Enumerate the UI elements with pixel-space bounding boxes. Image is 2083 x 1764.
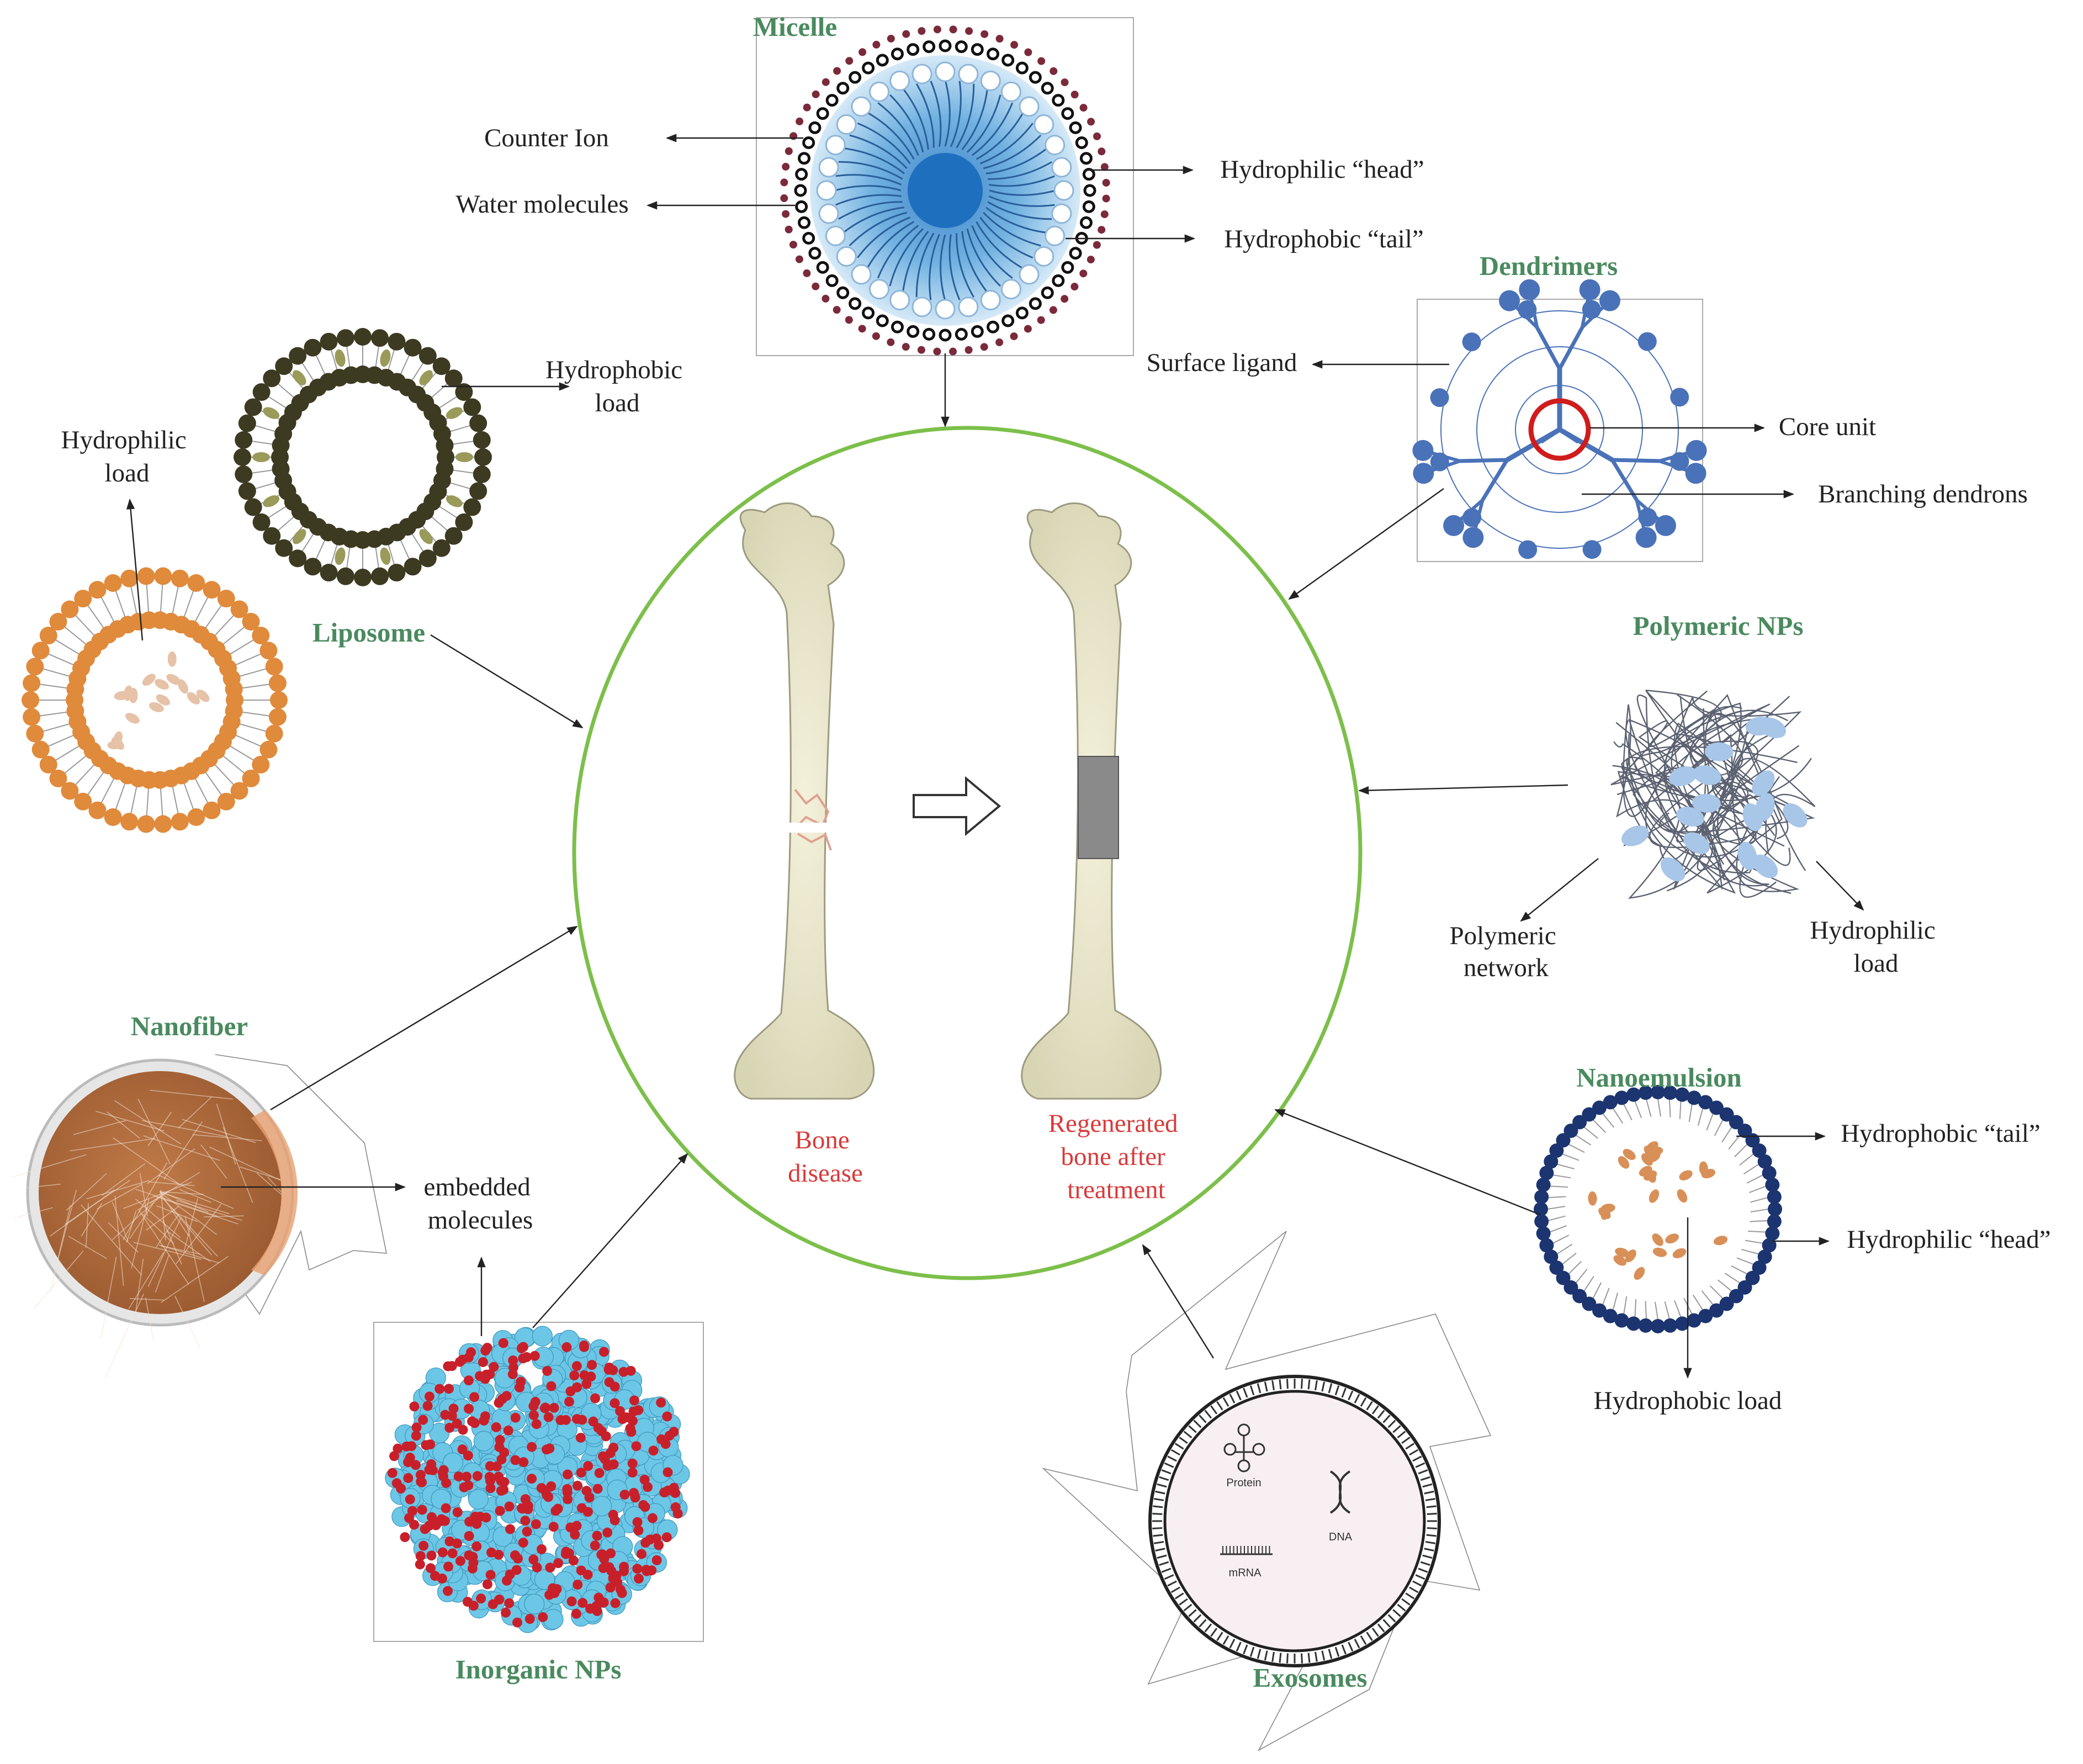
regenerated-segment: [1078, 756, 1119, 859]
polymeric-network-label: Polymeric network: [1450, 921, 1563, 982]
exosome-panel: Exosomes Protein DNA mRNA: [1042, 1231, 1492, 1751]
nanoemulsion-panel: Nanoemulsion Hydrophobic “tail” Hydrophi…: [1274, 1062, 2051, 1415]
liposome-title: Liposome: [312, 617, 425, 648]
dendrimers-title: Dendrimers: [1480, 251, 1618, 281]
diseased-bone: [734, 502, 875, 1100]
nanofiber-panel: Nanofiber embedded molecules: [12, 925, 578, 1378]
liposome-hydrophobic-label: Hydrophobic load: [545, 356, 689, 417]
polymeric-hydrophilic-label: Hydrophilic load: [1810, 916, 1942, 978]
nanofiber-graphic: [12, 1058, 298, 1378]
micelle-head-label: Hydrophilic “head”: [1220, 155, 1424, 184]
polymeric-title: Polymeric NPs: [1633, 611, 1804, 641]
central-bone-panel: Bone disease Regenerated bone after trea…: [572, 426, 1363, 1280]
liposome-hydrophilic-label: Hydrophilic load: [61, 426, 193, 488]
dna-label: DNA: [1329, 1531, 1353, 1543]
micelle-panel: Micelle Counter Ion Water molecules Hydr…: [455, 12, 1424, 427]
nanoemulsion-head-label: Hydrophilic “head”: [1847, 1225, 2050, 1254]
liposome-panel: Hydrophobic load Hydrophilic load Liposo…: [22, 328, 689, 833]
mrna-label: mRNA: [1229, 1567, 1262, 1579]
micelle-graphic: [780, 25, 1110, 356]
micelle-title: Micelle: [753, 12, 837, 42]
inorganic-title: Inorganic NPs: [455, 1654, 622, 1684]
central-ring: [572, 426, 1363, 1280]
core-unit-label: Core unit: [1779, 412, 1876, 441]
protein-label: Protein: [1226, 1477, 1261, 1489]
nanoemulsion-load-label: Hydrophobic load: [1594, 1386, 1782, 1415]
polymer-graphic: [1610, 690, 1816, 899]
branching-dendrons-label: Branching dendrons: [1818, 480, 2028, 508]
regenerated-bone-label: Regenerated bone after treatment: [1048, 1109, 1185, 1204]
nanoemulsion-tail-label: Hydrophobic “tail”: [1841, 1119, 2040, 1148]
inorganic-graphic: [385, 1326, 690, 1633]
surface-ligand-label: Surface ligand: [1147, 348, 1297, 377]
liposome-graphic: [22, 328, 492, 833]
micelle-tail-label: Hydrophobic “tail”: [1224, 225, 1424, 253]
exosome-graphic: [1148, 1375, 1441, 1667]
bone-disease-label: Bone disease: [788, 1126, 863, 1188]
dendrimer-graphic: [1412, 279, 1707, 559]
nanofiber-title: Nanofiber: [131, 1011, 248, 1041]
counter-ion-label: Counter Ion: [484, 124, 609, 152]
water-molecules-label: Water molecules: [455, 190, 628, 219]
nanoemulsion-graphic: [1534, 1085, 1782, 1333]
regenerated-bone: [1021, 502, 1162, 1100]
transition-arrow: [913, 776, 1001, 836]
exosomes-title: Exosomes: [1253, 1662, 1368, 1693]
polymeric-panel: Polymeric NPs Polymeric network Hydrophi…: [1358, 611, 1942, 982]
embedded-molecules-label: embedded molecules: [424, 1173, 537, 1235]
nanoemulsion-title: Nanoemulsion: [1576, 1062, 1742, 1093]
dendrimer-panel: Dendrimers Surface ligand Core unit Bran…: [1147, 251, 2028, 600]
inorganic-panel: Inorganic NPs: [373, 1153, 704, 1684]
